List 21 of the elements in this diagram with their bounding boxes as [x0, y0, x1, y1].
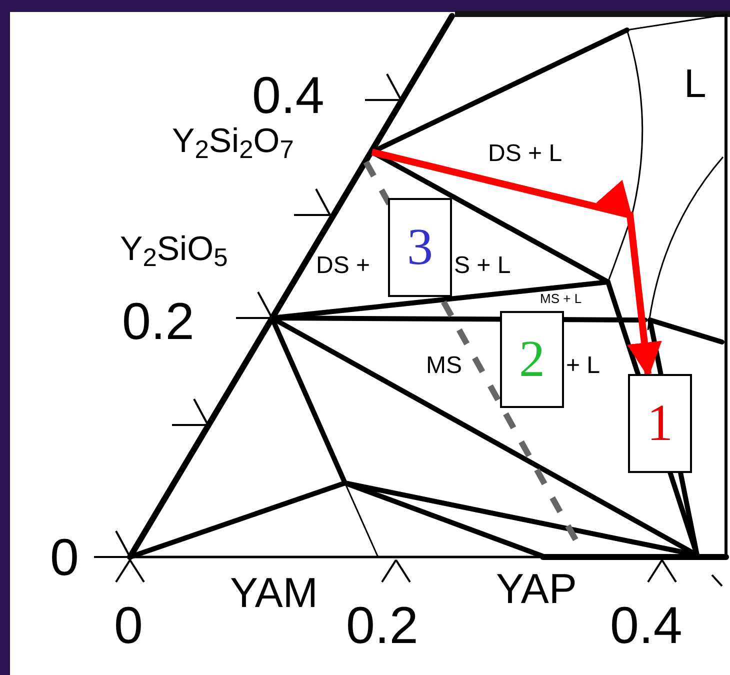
axis-label: 0 — [50, 532, 79, 584]
axis-label: + L — [566, 354, 600, 378]
axis-label: 0.4 — [252, 70, 324, 122]
number-box: 2 — [500, 311, 564, 408]
axis-label: 0.2 — [346, 600, 418, 652]
axis-label: Y$_{2}$SiO$_{5}$ — [120, 232, 228, 266]
number-box: 3 — [388, 198, 452, 297]
axis-label: YAP — [496, 568, 577, 610]
axis-label: Y$_{2}$Si$_{2}$O$_{7}$ — [172, 124, 294, 158]
axis-label: L — [684, 64, 706, 104]
axis-label: 0.4 — [610, 600, 682, 652]
axis-label: MS — [426, 354, 462, 378]
axis-label: DS + L — [488, 142, 562, 166]
axis-label: 0 — [114, 600, 143, 652]
axis-label: DS + — [316, 254, 370, 278]
axis-label: MS + L — [540, 292, 582, 305]
axis-label: YAM — [230, 572, 318, 614]
axis-label: 0.2 — [122, 296, 194, 348]
number-box: 1 — [628, 374, 692, 473]
axis-label: S + L — [454, 254, 511, 278]
arrow — [371, 148, 662, 374]
